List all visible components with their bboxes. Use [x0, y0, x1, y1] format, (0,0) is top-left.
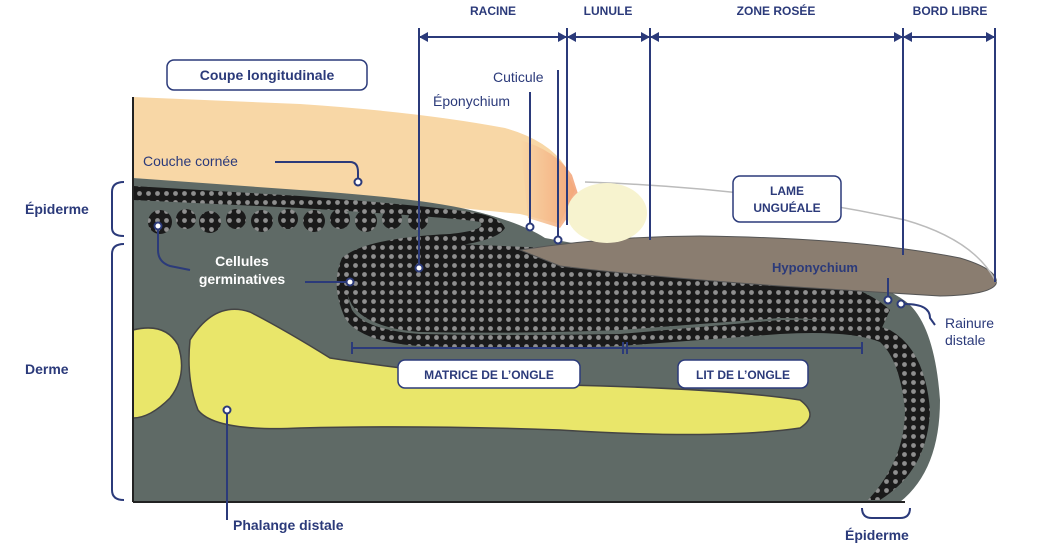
- lit-box: [677, 359, 809, 389]
- label-cellules-2: germinatives: [199, 271, 286, 287]
- nail-top-edge: [584, 181, 997, 283]
- title-text: Coupe longitudinale: [200, 67, 335, 83]
- matrice-box: [397, 359, 581, 389]
- stratum-corneum: [133, 97, 575, 224]
- eponychium-area: [520, 140, 580, 228]
- nail-plate: [518, 235, 997, 297]
- epidermis-ridges: [148, 209, 428, 234]
- left-brackets: [111, 181, 911, 519]
- top-dimension-lines: [418, 28, 996, 282]
- label-lit: LIT DE L’ONGLE: [696, 368, 790, 382]
- label-eponychium: Éponychium: [433, 93, 510, 109]
- distal-phalanx: [188, 308, 811, 436]
- leader-lines: [157, 70, 936, 520]
- lunula: [567, 183, 647, 243]
- section-bord-libre: BORD LIBRE: [913, 4, 988, 18]
- title-box: [166, 59, 368, 91]
- section-racine: RACINE: [470, 4, 516, 18]
- top-dimension-arrows: [419, 32, 995, 42]
- leader-dots: [153, 177, 906, 415]
- left-label-epiderme: Épiderme: [25, 201, 89, 217]
- label-phalange: Phalange distale: [233, 517, 344, 533]
- label-lame-1: LAME: [770, 184, 804, 198]
- lame-box: [732, 175, 842, 223]
- germinative-cells-band: [133, 186, 930, 500]
- bone-fragment: [132, 327, 183, 419]
- bed-dimension-line: [351, 342, 863, 354]
- label-cellules-1: Cellules: [215, 253, 269, 269]
- label-epiderme-bottom: Épiderme: [845, 527, 909, 543]
- label-rainure-2: distale: [945, 332, 986, 348]
- label-hyponychium: Hyponychium: [772, 260, 858, 275]
- label-cuticule: Cuticule: [493, 69, 544, 85]
- label-couche-cornee: Couche cornée: [143, 153, 238, 169]
- section-lunule: LUNULE: [584, 4, 633, 18]
- label-rainure-1: Rainure: [945, 315, 994, 331]
- label-lame-2: UNGUÉALE: [753, 200, 820, 215]
- left-label-derme: Derme: [25, 361, 69, 377]
- label-matrice: MATRICE DE L’ONGLE: [424, 368, 554, 382]
- section-zone-rosee: ZONE ROSÉE: [737, 3, 816, 18]
